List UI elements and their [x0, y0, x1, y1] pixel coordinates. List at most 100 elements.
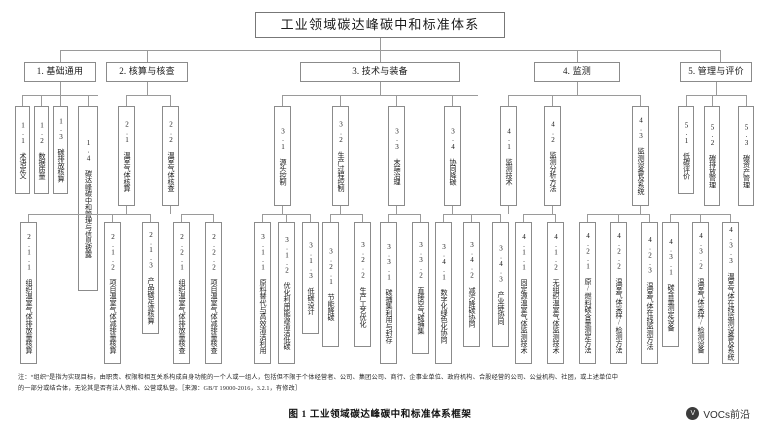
connector-g3-3-drop-2 — [420, 214, 421, 222]
connector-g1-drop-1 — [22, 95, 23, 106]
level4-node-4-1-1: 4.1.1 固定源温室气体监测技术 — [515, 222, 532, 364]
level4-node-3-3-1: 3.3.1 碳捕集利用与封存 — [380, 222, 397, 364]
level2-node-1: 1. 基础通用 — [24, 62, 96, 82]
connector-g4-stem — [577, 82, 578, 95]
level3-node-3-4: 3.4 协同降碳 — [444, 106, 461, 206]
connector-g3-drop-1 — [282, 95, 283, 106]
connector-g3-1-stem — [282, 206, 283, 214]
connector-g3-4-drop-3 — [500, 214, 501, 222]
connector-g3-stem — [380, 82, 381, 95]
connector-g4-1-stem — [508, 206, 509, 214]
level3-node-4-2: 4.2 监测分析方法 — [544, 106, 561, 206]
connector-g3-bus — [282, 95, 478, 96]
connector-g4-drop-1 — [508, 95, 509, 106]
level4-node-2-1-3: 2.1.3 产品碳足迹核算 — [142, 222, 159, 334]
connector-level2-bus — [60, 50, 720, 51]
level4-node-3-2-1: 3.2.1 节能降碳 — [322, 222, 339, 347]
level4-node-2-1-2: 2.1.2 项目温室气体减排量核算 — [104, 222, 121, 364]
figure-caption: 图 1 工业领域碳达峰碳中和标准体系框架 — [288, 410, 472, 420]
connector-g4-drop-3 — [640, 95, 641, 106]
connector-g3-4-stem — [452, 206, 453, 214]
level3-node-3-3: 3.3 末端治理 — [388, 106, 405, 206]
connector-g2-2-drop-1 — [181, 214, 182, 222]
level4-node-4-3-1: 4.3.1 碳含量测定设备 — [662, 222, 679, 347]
level4-node-4-3-3: 4.3.3 温室气体在线监测设备及系统 — [722, 222, 739, 364]
level4-node-3-4-1: 3.4.1 数字化绿色化协同 — [435, 222, 452, 364]
level2-node-4: 4. 监测 — [534, 62, 620, 82]
level4-node-2-1-1: 2.1.1 组织温室气体排放量核算 — [20, 222, 37, 364]
level4-node-3-2-2: 3.2.2 生产工艺优化 — [354, 222, 371, 347]
watermark-text: VOCs前沿 — [703, 410, 750, 421]
level3-node-4-3: 4.3 监测设备及系统 — [632, 106, 649, 206]
connector-drop-g4 — [577, 50, 578, 62]
connector-g2-2-stem — [170, 206, 171, 214]
level4-node-2-2-2: 2.2.2 项目温室气体减排量核查 — [205, 222, 222, 364]
connector-g4-3-drop-3 — [730, 214, 731, 222]
watermark-logo-icon: V — [686, 407, 700, 420]
level4-node-3-4-2: 3.4.2 减污降碳协同 — [463, 222, 480, 347]
connector-g5-bus — [686, 95, 746, 96]
level3-node-5-1: 5.1 低碳评价 — [678, 106, 694, 194]
connector-g3-3-bus — [388, 214, 420, 215]
connector-g2-2-bus — [181, 214, 213, 215]
connector-g4-bus — [508, 95, 640, 96]
connector-g2-1-bus — [28, 214, 150, 215]
connector-g2-drop-2 — [170, 95, 171, 106]
level3-node-3-1: 3.1 源头控制 — [274, 106, 291, 206]
connector-g1-drop-3 — [60, 95, 61, 106]
connector-g3-2-drop-1 — [330, 214, 331, 222]
connector-g3-4-drop-2 — [471, 214, 472, 222]
level4-node-4-2-1: 4.2.1 原/燃料碳含量测定方法 — [579, 222, 596, 364]
level3-node-5-3: 5.3 碳资产管理 — [738, 106, 754, 206]
level3-node-1-3: 1.3 碳排放核算 — [53, 106, 68, 194]
watermark: V VOCs前沿 — [686, 406, 750, 421]
connector-g3-drop-4 — [452, 95, 453, 106]
figure-footnote: 注：“组织”是指为实现目标，由职责、权限和相互关系构成自身功能的一个人或一组人，… — [18, 374, 618, 393]
level4-node-3-1-2: 3.1.2 优化利用能源清洁低碳 — [278, 222, 295, 364]
root-node: 工业领域碳达峰碳中和标准体系 — [255, 12, 505, 38]
level4-node-4-2-2: 4.2.2 温室气体采样/检测方法 — [610, 222, 627, 364]
connector-g4-1-bus — [523, 214, 555, 215]
connector-g2-1-drop-3 — [150, 214, 151, 222]
connector-g5-drop-2 — [712, 95, 713, 106]
connector-g3-2-stem — [340, 206, 341, 214]
level4-node-3-3-2: 3.3.2 直接空气碳捕集 — [412, 222, 429, 354]
connector-g1-drop-2 — [41, 95, 42, 106]
connector-drop-g1 — [60, 50, 61, 62]
level3-node-1-4: 1.4 碳达峰碳中和管理与信息披露 — [78, 106, 98, 291]
connector-g1-stem — [60, 82, 61, 95]
level4-node-2-2-1: 2.2.1 组织温室气体排放量核查 — [173, 222, 190, 364]
connector-root-stem — [380, 38, 381, 50]
connector-g3-2-drop-2 — [362, 214, 363, 222]
connector-g3-drop-3 — [396, 95, 397, 106]
connector-g4-drop-2 — [552, 95, 553, 106]
level4-node-3-1-1: 3.1.1 原料替代与高效清洁利用 — [254, 222, 271, 364]
connector-g4-3-drop-1 — [670, 214, 671, 222]
connector-g3-1-drop-2 — [286, 214, 287, 222]
connector-g4-1-drop-2 — [555, 214, 556, 222]
connector-g3-1-drop-1 — [262, 214, 263, 222]
connector-g3-3-stem — [396, 206, 397, 214]
connector-g4-3-drop-2 — [700, 214, 701, 222]
connector-g4-2-stem — [552, 206, 553, 214]
level4-node-4-1-2: 4.1.2 无组织温室气体监测技术 — [547, 222, 564, 364]
connector-g5-drop-1 — [686, 95, 687, 106]
connector-g3-2-bus — [330, 214, 362, 215]
connector-g3-3-drop-1 — [388, 214, 389, 222]
connector-g2-stem — [147, 82, 148, 95]
connector-g4-2-drop-2 — [618, 214, 619, 222]
connector-drop-g2 — [147, 50, 148, 62]
connector-g2-1-drop-1 — [28, 214, 29, 222]
connector-g3-drop-2 — [340, 95, 341, 106]
connector-drop-g3 — [380, 50, 381, 62]
connector-g2-1-drop-2 — [112, 214, 113, 222]
level3-node-2-1: 2.1 温室气体核算 — [118, 106, 135, 206]
connector-g4-2-drop-1 — [587, 214, 588, 222]
level4-node-4-2-3: 4.2.3 温室气体在线监测方法 — [641, 222, 658, 364]
connector-g4-1-drop-1 — [523, 214, 524, 222]
connector-g4-2-drop-3 — [649, 214, 650, 222]
connector-g4-3-stem — [640, 206, 641, 214]
level4-node-3-1-3: 3.1.3 低碳设计 — [302, 222, 319, 334]
level3-node-1-2: 1.2 数据质量 — [34, 106, 49, 194]
level4-node-4-3-2: 4.3.2 温室气体采样/检测设备 — [692, 222, 709, 364]
